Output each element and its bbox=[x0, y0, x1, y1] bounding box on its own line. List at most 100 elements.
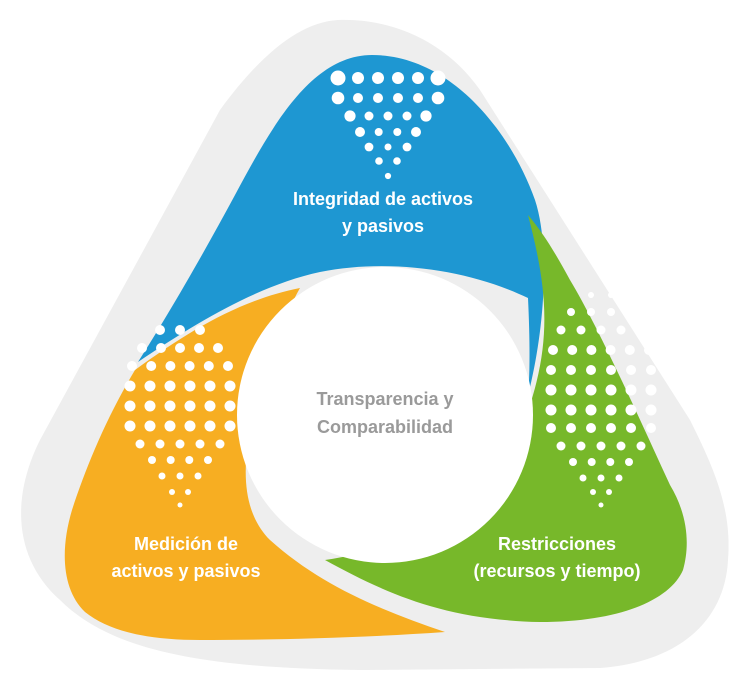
decorative-dot bbox=[165, 361, 176, 371]
decorative-dot bbox=[155, 439, 165, 449]
decorative-dot bbox=[606, 458, 615, 466]
decorative-dot bbox=[608, 292, 614, 298]
decorative-dot bbox=[598, 502, 604, 508]
decorative-dot bbox=[194, 343, 204, 353]
dots-right-group bbox=[545, 292, 657, 508]
decorative-dot bbox=[124, 420, 136, 432]
decorative-dot bbox=[393, 93, 403, 103]
decorative-dot bbox=[576, 441, 586, 451]
center-label-line1: Transparencia y bbox=[316, 389, 453, 409]
decorative-dot bbox=[556, 441, 566, 451]
decorative-dot bbox=[567, 345, 578, 355]
decorative-dot bbox=[615, 474, 623, 482]
decorative-dot bbox=[576, 325, 586, 335]
decorative-dot bbox=[213, 343, 223, 353]
decorative-dot bbox=[383, 111, 393, 121]
decorative-dot bbox=[124, 380, 136, 392]
decorative-dot bbox=[627, 308, 635, 316]
decorative-dot bbox=[625, 404, 637, 416]
center-label-line2: Comparabilidad bbox=[317, 417, 453, 437]
decorative-dot bbox=[586, 423, 596, 433]
decorative-dot bbox=[392, 72, 404, 84]
decorative-dot bbox=[565, 384, 577, 396]
decorative-dot bbox=[393, 157, 401, 165]
decorative-dot bbox=[596, 441, 606, 451]
decorative-dot bbox=[364, 111, 374, 121]
decorative-dot bbox=[546, 365, 556, 375]
decorative-dot bbox=[330, 70, 346, 86]
decorative-dot bbox=[586, 365, 596, 375]
decorative-dot bbox=[545, 384, 557, 396]
decorative-dot bbox=[355, 127, 365, 137]
decorative-dot bbox=[616, 325, 626, 335]
decorative-dot bbox=[546, 423, 556, 433]
segment-right-label-line2: (recursos y tiempo) bbox=[473, 561, 640, 581]
decorative-dot bbox=[556, 325, 566, 335]
segment-right bbox=[325, 215, 687, 622]
decorative-dot bbox=[605, 404, 617, 416]
segment-top-label-line2: y pasivos bbox=[342, 216, 424, 236]
decorative-dot bbox=[565, 404, 577, 416]
dots-left-group bbox=[124, 325, 236, 508]
decorative-dot bbox=[567, 308, 575, 316]
decorative-dot bbox=[586, 345, 597, 355]
decorative-dot bbox=[146, 361, 157, 371]
decorative-dot bbox=[184, 361, 195, 371]
decorative-dot bbox=[545, 404, 557, 416]
decorative-dot bbox=[127, 361, 137, 371]
decorative-dot bbox=[548, 345, 558, 355]
segment-left-label-line2: activos y pasivos bbox=[111, 561, 260, 581]
decorative-dot bbox=[372, 72, 384, 84]
decorative-dot bbox=[569, 458, 577, 466]
decorative-dot bbox=[175, 325, 185, 335]
decorative-dot bbox=[412, 72, 424, 84]
decorative-dot bbox=[155, 325, 165, 335]
decorative-dot bbox=[185, 489, 191, 495]
decorative-dot bbox=[137, 343, 147, 353]
decorative-dot bbox=[597, 474, 605, 482]
decorative-dot bbox=[587, 458, 596, 466]
decorative-dot bbox=[393, 128, 402, 136]
segment-left bbox=[64, 288, 445, 640]
decorative-dot bbox=[402, 111, 412, 121]
decorative-dot bbox=[646, 423, 656, 433]
dots-top-group bbox=[330, 70, 446, 180]
decorative-dot bbox=[184, 380, 196, 392]
center-circle bbox=[237, 267, 533, 563]
decorative-dot bbox=[204, 400, 216, 412]
decorative-dot bbox=[587, 308, 595, 316]
decorative-dot bbox=[625, 384, 637, 396]
decorative-dot bbox=[607, 308, 615, 316]
decorative-dot bbox=[148, 456, 156, 464]
decorative-dot bbox=[215, 439, 225, 449]
decorative-dot bbox=[373, 93, 383, 103]
decorative-dot bbox=[223, 361, 233, 371]
decorative-dot bbox=[175, 439, 185, 449]
decorative-dot bbox=[606, 423, 616, 433]
decorative-dot bbox=[624, 345, 635, 355]
decorative-dot bbox=[605, 345, 616, 355]
segment-top bbox=[138, 55, 544, 395]
decorative-dot bbox=[431, 91, 445, 105]
decorative-dot bbox=[144, 400, 156, 412]
decorative-dot bbox=[203, 361, 214, 371]
decorative-dot bbox=[626, 365, 636, 375]
decorative-dot bbox=[645, 404, 657, 416]
decorative-dot bbox=[352, 72, 364, 84]
decorative-dot bbox=[626, 423, 636, 433]
decorative-dot bbox=[135, 439, 145, 449]
decorative-dot bbox=[616, 441, 626, 451]
decorative-dot bbox=[224, 400, 236, 412]
decorative-dot bbox=[566, 365, 576, 375]
decorative-dot bbox=[364, 142, 374, 152]
decorative-dot bbox=[204, 456, 212, 464]
decorative-dot bbox=[636, 325, 646, 335]
segment-right-label-line1: Restricciones bbox=[498, 534, 616, 554]
decorative-dot bbox=[158, 472, 166, 480]
decorative-dot bbox=[375, 157, 383, 165]
decorative-dot bbox=[646, 365, 656, 375]
decorative-dot bbox=[224, 420, 236, 432]
decorative-dot bbox=[344, 110, 356, 122]
